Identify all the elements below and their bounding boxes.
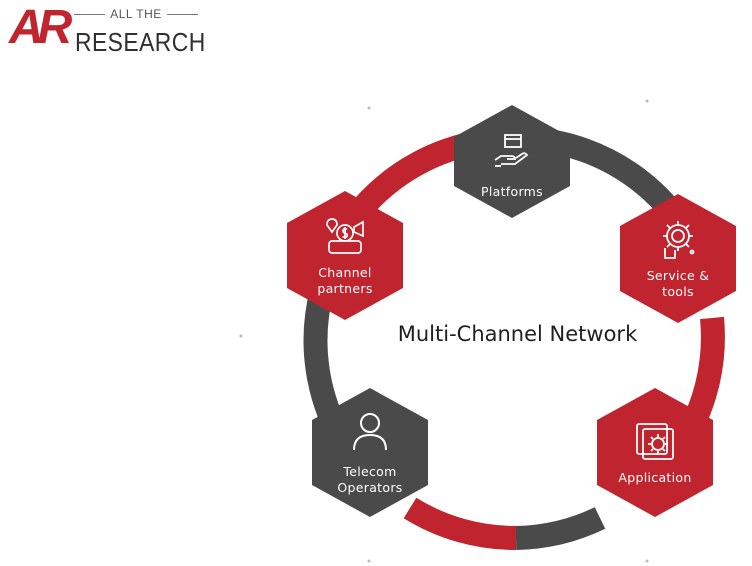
decor-dot	[367, 106, 371, 110]
node-label-channel-partners: Channel partners	[317, 265, 373, 296]
logo-tagline-text: ALL THE	[110, 7, 162, 21]
hexagon-telecom-operators	[312, 388, 428, 517]
node-label-telecom-operators: Telecom Operators	[337, 464, 403, 495]
node-telecom-operators[interactable]: Telecom Operators	[312, 388, 428, 518]
box-in-hand-icon	[494, 134, 529, 167]
app-window-gear-icon	[636, 423, 674, 460]
logo-tagline: ALL THE	[74, 7, 198, 21]
logo-mark: AR	[9, 1, 72, 54]
node-service-tools[interactable]: Service & tools	[620, 194, 736, 324]
decor-dot	[239, 334, 243, 338]
node-application[interactable]: Application	[597, 388, 713, 518]
node-label-application: Application	[618, 470, 692, 485]
user-icon	[353, 413, 387, 451]
decor-dot	[367, 559, 371, 563]
node-label-platforms: Platforms	[481, 184, 543, 199]
hexagon-application	[597, 388, 713, 517]
brand-logo[interactable]: AR ALL THE RESEARCH	[0, 0, 220, 80]
node-label-service-tools: Service & tools	[646, 268, 710, 299]
node-channel-partners[interactable]: Channel partners	[287, 191, 403, 321]
hexagon-platforms	[454, 105, 570, 218]
decor-dot	[645, 559, 649, 563]
decor-dot	[645, 99, 649, 103]
money-megaphone-icon	[326, 218, 364, 254]
ring-arc-application-telecom-dark	[515, 507, 606, 550]
diagram-title: Multi-Channel Network	[397, 322, 638, 346]
logo-wordmark: RESEARCH	[75, 27, 206, 57]
gear-wrench-icon	[663, 221, 695, 259]
node-platforms[interactable]: Platforms	[454, 100, 570, 230]
hexagon-service-tools	[620, 194, 736, 323]
hexagon-channel-partners	[287, 191, 403, 320]
ring-arc-application-telecom-red	[403, 497, 517, 551]
